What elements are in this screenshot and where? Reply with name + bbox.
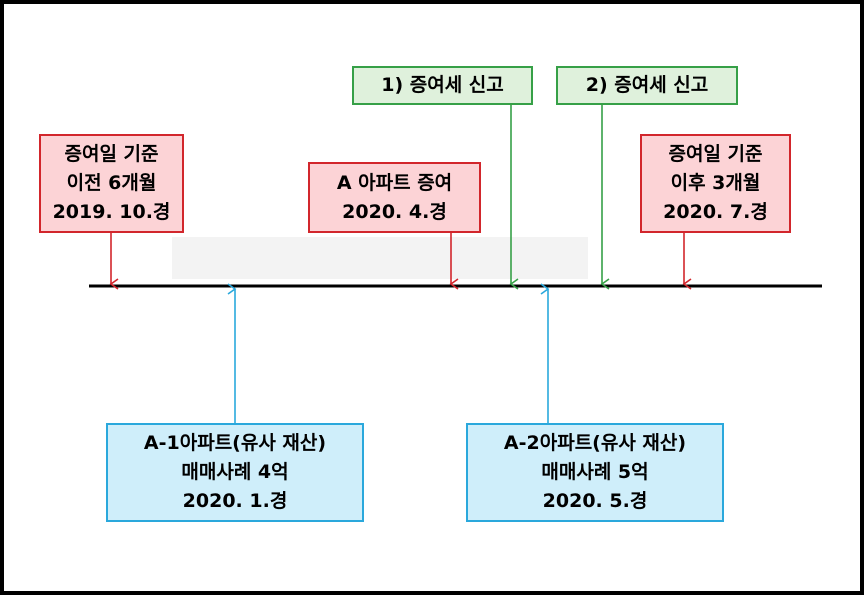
a1-line3: 2020. 1.경 <box>182 490 288 512</box>
a1-box: A-1아파트(유사 재산) 매매사례 4억 2020. 1.경 <box>106 423 364 522</box>
gift-line1: A 아파트 증여 <box>336 171 453 194</box>
before-line1: 증여일 기준 <box>64 143 159 165</box>
report2-label: 2) 증여세 신고 <box>585 74 709 96</box>
after-line3: 2020. 7.경 <box>663 201 768 223</box>
a1-line2: 매매사례 4억 <box>181 461 289 483</box>
before-line2: 이전 6개월 <box>66 172 157 194</box>
after-line2: 이후 3개월 <box>670 172 761 194</box>
watermark-area <box>172 237 588 279</box>
before-box: 증여일 기준 이전 6개월 2019. 10.경 <box>39 134 184 233</box>
report1-label: 1) 증여세 신고 <box>381 74 504 96</box>
a2-box: A-2아파트(유사 재산) 매매사례 5억 2020. 5.경 <box>466 423 724 522</box>
a2-line3: 2020. 5.경 <box>542 490 648 512</box>
after-line1: 증여일 기준 <box>668 143 763 165</box>
gift-line2: 2020. 4.경 <box>342 200 447 223</box>
gift-box: A 아파트 증여 2020. 4.경 <box>308 162 481 233</box>
before-line3: 2019. 10.경 <box>52 201 171 223</box>
report2-box: 2) 증여세 신고 <box>556 66 738 105</box>
a1-line1: A-1아파트(유사 재산) <box>143 432 327 454</box>
report1-box: 1) 증여세 신고 <box>352 66 533 105</box>
a2-line1: A-2아파트(유사 재산) <box>503 432 687 454</box>
after-box: 증여일 기준 이후 3개월 2020. 7.경 <box>640 134 791 233</box>
a2-line2: 매매사례 5억 <box>541 461 649 483</box>
